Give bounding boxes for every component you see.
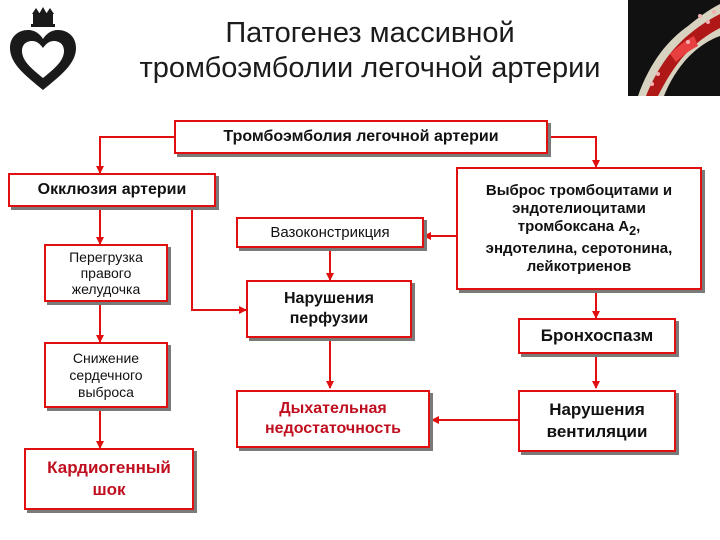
node-perfusion-disorder: Нарушения перфузии — [246, 280, 412, 338]
slide-title: Патогенез массивной тромбоэмболии легочн… — [110, 16, 630, 86]
node-pulmonary-thromboembolism: Тромбоэмболия легочной артерии — [174, 120, 548, 154]
title-line-1: Патогенез массивной — [225, 17, 515, 49]
node-vasoconstriction: Вазоконстрикция — [236, 217, 424, 248]
thrombus-image — [628, 0, 720, 96]
arrow-tela-to-release — [548, 136, 600, 168]
node-mediator-release: Выброс тромбоцитами и эндотелиоцитами тр… — [456, 167, 702, 290]
node-cardiogenic-shock: Кардиогенный шок — [24, 448, 194, 510]
node-respiratory-failure: Дыхательная недостаточность — [236, 390, 430, 448]
title-line-2: тромбоэмболии легочной артерии — [139, 52, 601, 84]
node-artery-occlusion: Окклюзия артерии — [8, 173, 216, 207]
node-cardiac-output-decrease: Снижение сердечного выброса — [44, 342, 168, 408]
arrow-tela-to-occlusion — [96, 136, 174, 174]
arrow-occlusion-to-perfusion — [191, 207, 247, 314]
node-rv-overload: Перегрузка правого желудочка — [44, 244, 168, 302]
node-bronchospasm: Бронхоспазм — [518, 318, 676, 354]
node-ventilation-disorder: Нарушения вентиляции — [518, 390, 676, 452]
heart-crown-logo-icon — [10, 7, 76, 90]
